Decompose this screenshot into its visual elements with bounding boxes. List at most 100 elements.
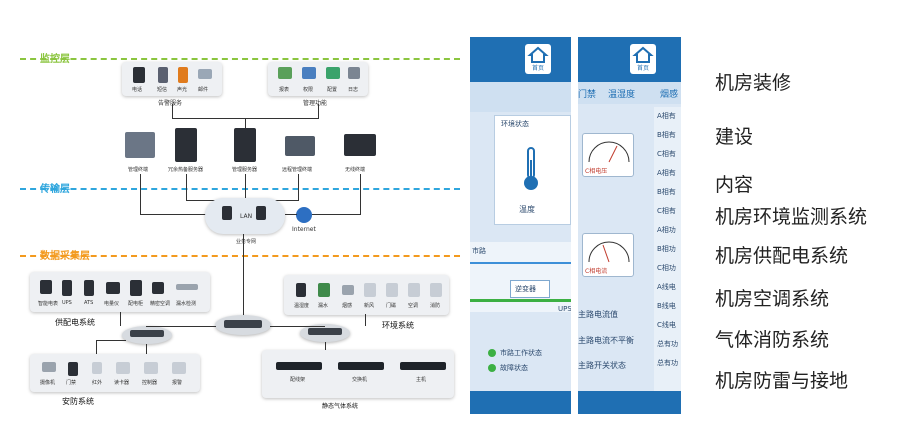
connector-line [140,214,210,215]
device-caption: 报警 [172,380,183,386]
device-caption: 主机 [416,377,427,383]
server-caption: 冗余热备服务器 [168,167,204,173]
screen-footer [578,391,681,414]
tablet-icon [344,134,376,156]
device-caption: 智能电表 [38,301,59,307]
home-label: 首页 [531,65,544,72]
row-label: 主路电流不平衡 [578,336,634,345]
connector-line [318,104,319,118]
tab-smoke[interactable]: 烟感 [660,90,679,100]
device-caption: 交换机 [352,377,368,383]
gauge-label: C相电压 [585,168,608,175]
power-device-tray [30,272,210,312]
inverter-box [510,280,550,298]
home-icon [527,46,549,63]
lan-label: LAN [240,213,253,220]
report-icon [278,67,292,79]
switch-icon [338,362,384,370]
power-meter-icon [106,282,120,294]
home-button[interactable]: 首页 [630,44,656,74]
reading-label: A相有 [657,112,676,120]
management-caption: 管理功能 [303,100,328,107]
special-system-label: 静态气体系统 [322,403,359,410]
temperature-label: 温度 [519,205,535,214]
email-icon [198,69,212,79]
reading-label: A线电 [657,283,676,291]
layer-divider-transport [20,188,460,190]
card-reader-icon [116,362,130,374]
home-label: 首页 [636,65,649,72]
tab-strip [578,82,681,104]
device-caption: 控制器 [142,380,158,386]
reading-label: C线电 [657,321,676,329]
alarm-icon [172,362,186,374]
globe-icon [296,207,312,223]
device-caption: 烟感 [342,303,353,309]
status-label: 故障状态 [500,364,528,372]
home-icon [632,46,654,63]
connector-line [325,342,326,354]
gauge-dial-icon [588,241,630,263]
connector-line [243,234,244,320]
connector-line [146,326,216,327]
aircon-icon [152,282,164,294]
device-caption: 空调 [408,303,419,309]
device-caption: 漏水检测 [176,301,197,307]
server-caption: 管理终端 [128,167,149,173]
tab-temp-humidity[interactable]: 温湿度 [608,90,636,100]
ups-icon [62,280,72,296]
device-caption: 日志 [348,87,359,93]
aircon-icon [408,283,420,297]
reading-label: B线电 [657,302,676,310]
connector-line [96,340,97,354]
connector-line [120,312,121,326]
device-caption: 配电柜 [128,301,144,307]
device-caption: 电话 [132,87,143,93]
screen-header [470,37,571,82]
connector-line [360,174,361,214]
ats-icon [84,280,94,296]
tab-door[interactable]: 门禁 [578,90,597,100]
device-caption: 精密空调 [150,301,171,307]
power-system-label: 供配电系统 [55,318,95,327]
connector-line [140,174,141,214]
connector-line [186,174,187,200]
env-system-label: 环境系统 [382,321,414,330]
monitor-screen-1: 首页 环境状态 温度 市路 逆变器 UPS 市路工作状态 故障状态 [470,37,571,414]
device-caption: 新风 [364,303,375,309]
reading-label: C相有 [657,150,676,158]
flow-line [470,262,571,264]
screen-header [578,37,681,82]
gauge-dial-icon [588,141,630,163]
device-caption: 红外 [92,380,103,386]
reading-label: 总有功 [657,359,678,367]
router-icon [222,206,232,220]
reading-label: B相有 [657,131,676,139]
device-caption: 漏水 [318,303,329,309]
home-button[interactable]: 首页 [525,44,551,74]
thermometer-icon [524,147,538,190]
device-caption: 配线架 [290,377,306,383]
topic-item: 气体消防系统 [715,329,830,351]
inverter-label: 逆变器 [515,285,536,293]
power-flow-card: 市路 逆变器 UPS [470,242,571,313]
status-indicator [488,349,496,357]
device-caption: 门禁 [66,380,77,386]
controller-icon [144,362,158,374]
log-icon [348,67,360,79]
device-caption: 声光 [177,87,188,93]
server-caption: 管理服务器 [232,167,258,173]
voltage-gauge: C相电压 [582,133,634,177]
security-device-tray [30,354,200,392]
cabinet-icon [130,280,142,296]
fresh-air-icon [364,283,376,297]
connector-line [365,314,366,326]
layer-divider-collect [20,255,460,257]
reading-label: A相功 [657,226,676,234]
connector-line [245,118,246,132]
topic-item: 内容 [715,174,754,196]
connector-line [298,174,299,200]
connector-line [172,104,173,118]
device-caption: 邮件 [198,87,209,93]
card-title: 环境状态 [501,120,529,128]
